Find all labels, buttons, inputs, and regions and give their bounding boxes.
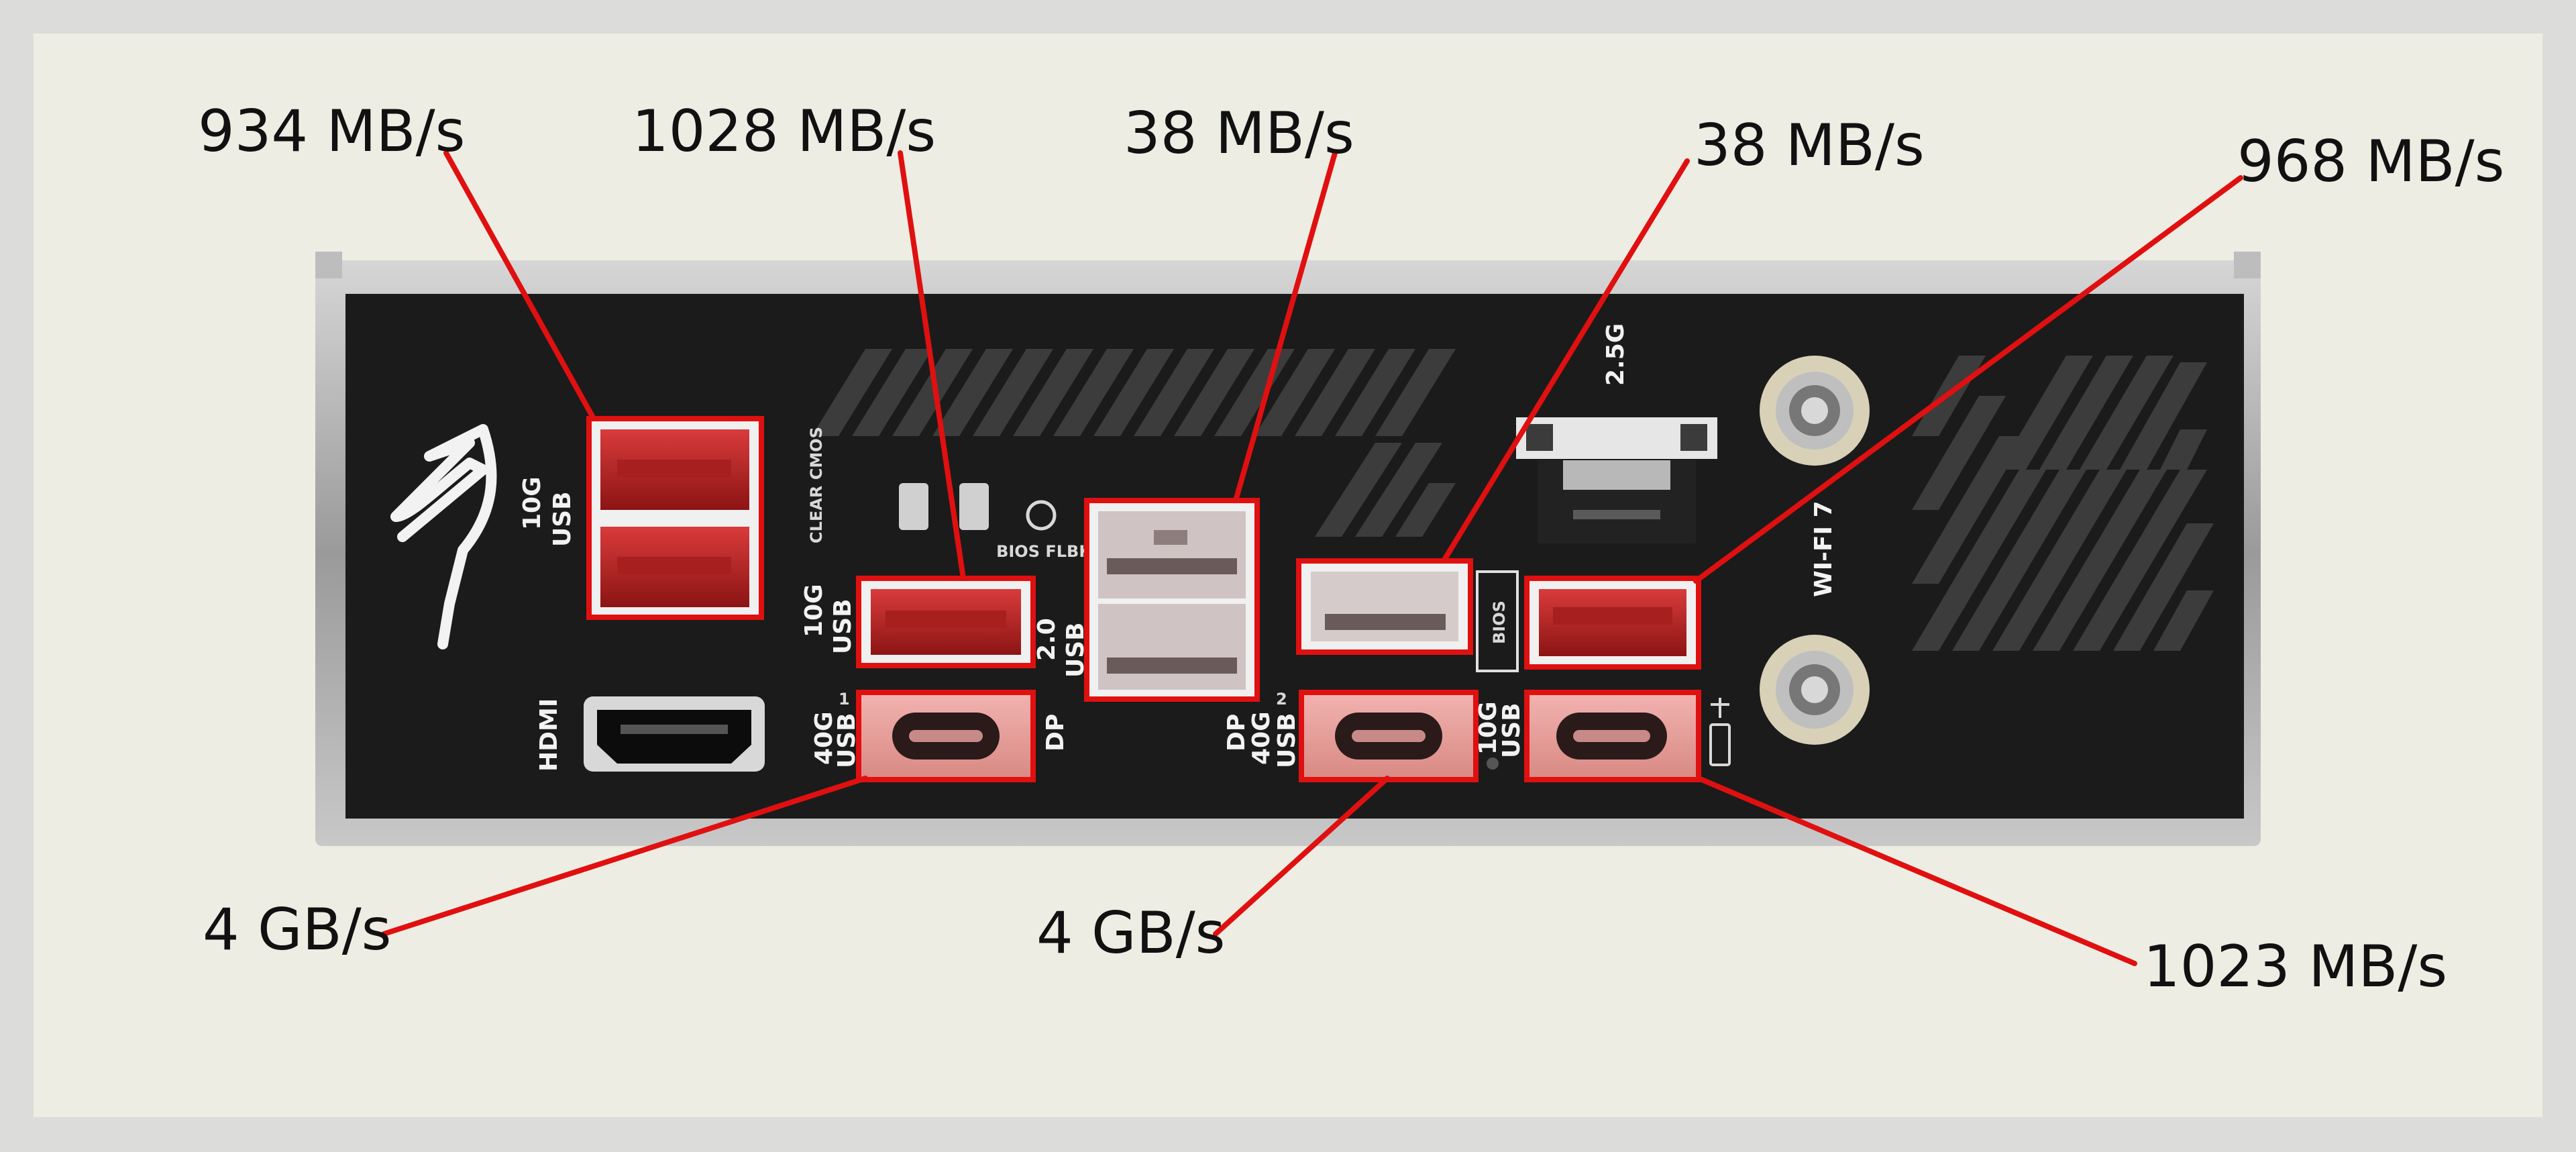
leader-usb-bios: [1441, 158, 1690, 564]
refresh-icon: [1026, 500, 1057, 531]
hdmi-label: HDMI: [535, 698, 563, 772]
speed-label-usb2-stack: 38 MB/s: [1124, 100, 1354, 167]
usbc-40g-2-label-40g: 40G: [1248, 711, 1275, 765]
lan-port: [1516, 417, 1717, 543]
usbc-40g-2-label-usb: USB: [1273, 713, 1301, 768]
leader-usb-right-a: [1693, 175, 2243, 584]
speed-label-usbc-10g: 1023 MB/s: [2143, 933, 2447, 1000]
usb-10g-stack: [586, 416, 764, 620]
speed-label-usb-right-a: 968 MB/s: [2237, 128, 2504, 195]
vent-grille-center: [812, 349, 1456, 537]
speed-label-usb10g-stack: 934 MB/s: [198, 98, 465, 165]
usbc-40g-2-label-dp: DP: [1223, 714, 1250, 751]
leader-usbc-40g-2: [1213, 776, 1390, 937]
usb2-stack: [1084, 498, 1260, 702]
lan-label: 2.5G: [1602, 323, 1629, 386]
usb-10g-single: [856, 576, 1036, 668]
usb-10g-single-label-10g: 10G: [800, 584, 828, 637]
hdmi-port: [584, 696, 765, 772]
leader-lines: [381, 150, 2243, 966]
usbc-10g-label-usb: USB: [1498, 702, 1525, 758]
bios-tag-label: BIOS: [1490, 600, 1509, 644]
leader-usb2-stack: [1233, 150, 1338, 503]
wifi-antenna-top-icon: [1760, 356, 1870, 466]
usbc-40g-1: [856, 690, 1036, 782]
usb2-label-usb: USB: [1062, 622, 1089, 678]
speed-label-usb10g-single: 1028 MB/s: [632, 98, 936, 165]
wifi-label: WI-FI 7: [1810, 501, 1837, 597]
usbc-40g-1-label-40g: 40G: [810, 711, 838, 765]
usb2-label-20: 2.0: [1033, 618, 1061, 661]
usb-battery-icon: [1709, 698, 1731, 766]
usbc-40g-1-label-sub: 1: [839, 690, 850, 709]
speed-label-usbc-40g-2: 4 GB/s: [1036, 900, 1225, 967]
usbc-10g: [1524, 690, 1701, 782]
wifi-antenna-bottom-icon: [1760, 635, 1870, 745]
bios-tag-box: [1476, 570, 1519, 672]
rog-logo-icon: [390, 424, 497, 649]
bios-flbk-label: BIOS FLBK: [996, 542, 1092, 561]
leader-usbc-10g: [1696, 776, 2137, 966]
usb-bios: [1296, 558, 1473, 655]
bios-flashback-button: [959, 483, 989, 530]
clear-cmos-label: CLEAR CMOS: [807, 427, 826, 543]
usbc-40g-1-label-usb: USB: [833, 713, 861, 768]
bracket-tab-right: [2234, 252, 2261, 278]
usbc-40g-2-label-sub: 2: [1276, 690, 1287, 709]
leader-usb10g-stack: [443, 150, 596, 421]
bracket-tab-left: [315, 252, 342, 278]
usbc-40g-2: [1299, 690, 1479, 782]
usbc-40g-1-label-dp: DP: [1042, 714, 1069, 751]
usb-10g-stack-label-10g: 10G: [519, 476, 546, 530]
speed-label-usbc-40g-1: 4 GB/s: [203, 896, 391, 963]
led-indicator: [1487, 757, 1499, 770]
clear-cmos-button: [899, 483, 928, 530]
leader-usbc-40g-1: [381, 776, 868, 937]
usbc-10g-label-10g: 10G: [1474, 701, 1502, 755]
speed-label-usb-bios: 38 MB/s: [1694, 112, 1925, 179]
usb-10g-stack-label-usb: USB: [549, 491, 576, 547]
leader-usb10g-single: [898, 150, 966, 581]
usb-right-a: [1524, 576, 1701, 670]
usb-10g-single-label-usb: USB: [829, 598, 857, 654]
